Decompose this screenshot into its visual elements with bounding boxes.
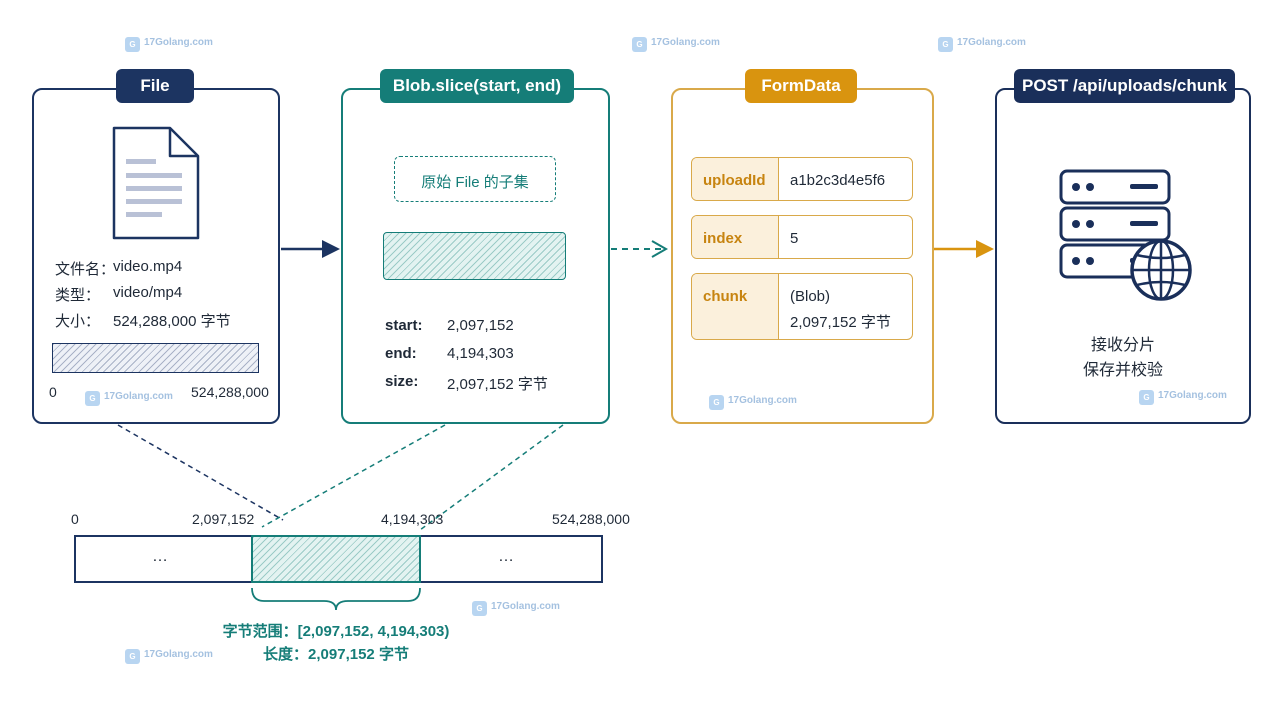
go-logo-icon: G [938,37,953,52]
arrow-file-to-slice-head [322,240,340,258]
post-caption-line1: 接收分片 [1090,337,1155,354]
file-type-value: video/mp4 [113,284,183,301]
file-panel-title: File [116,69,194,103]
watermark: G 17Golang.com [632,37,720,52]
file-bar-end: 524,288,000 [191,384,269,400]
slice-bytes-bar [383,232,566,280]
range-length-label: 长度：2,097,152 字节 [263,646,409,663]
slice-size-value: 2,097,152 字节 [447,376,548,393]
formdata-value: (Blob) [790,288,831,305]
watermark: G 17Golang.com [938,37,1026,52]
file-size-label: 大小： [55,313,101,330]
server-globe-icon [1059,169,1192,301]
watermark: G 17Golang.com [709,395,797,410]
arrow-formdata-to-post-head [976,240,994,258]
go-logo-icon: G [85,391,100,406]
range-ellipsis-left: … [152,548,168,565]
range-tick-end: 4,194,303 [381,511,444,527]
file-size-value: 524,288,000 字节 [113,313,231,330]
document-icon [112,126,200,240]
guide-file-to-range [117,424,284,521]
formdata-value-size: 2,097,152 字节 [790,314,891,331]
guide-slice-left [261,424,446,528]
post-panel-title: POST /api/uploads/chunk [1014,69,1235,103]
post-panel [995,88,1251,424]
range-ellipsis-right: … [498,548,514,565]
watermark: G 17Golang.com [472,601,560,616]
go-logo-icon: G [709,395,724,410]
formdata-value: 5 [790,230,799,247]
slice-panel-title: Blob.slice(start, end) [380,69,574,103]
watermark: G 17Golang.com [125,649,213,664]
formdata-key: index [703,230,743,247]
go-logo-icon: G [125,37,140,52]
go-logo-icon: G [632,37,647,52]
range-brace [251,587,421,611]
range-bytes-label: 字节范围：[2,097,152, 4,194,303) [222,623,450,640]
file-bar-start: 0 [49,384,57,400]
formdata-field-uploadid: uploadId a1b2c3d4e5f6 [691,157,913,201]
slice-start-value: 2,097,152 [447,317,514,334]
file-name-value: video.mp4 [113,258,183,275]
go-logo-icon: G [472,601,487,616]
slice-end-value: 4,194,303 [447,345,514,362]
go-logo-icon: G [1139,390,1154,405]
slice-start-label: start: [385,317,423,334]
formdata-value: a1b2c3d4e5f6 [790,172,886,189]
watermark: G 17Golang.com [1139,390,1227,405]
subset-note-label: 原始 File 的子集 [421,174,529,191]
subset-note: 原始 File 的子集 [394,156,556,202]
go-logo-icon: G [125,649,140,664]
formdata-panel-title: FormData [745,69,857,103]
slice-end-label: end: [385,345,417,362]
file-type-label: 类型： [55,287,101,304]
formdata-key: chunk [703,288,748,305]
formdata-field-index: index 5 [691,215,913,259]
watermark: G 17Golang.com [85,391,173,406]
slice-size-label: size: [385,373,419,390]
formdata-key: uploadId [703,172,766,189]
file-name-label: 文件名： [55,261,116,278]
watermark: G 17Golang.com [125,37,213,52]
byte-range-selected [251,535,421,583]
range-tick-start: 2,097,152 [192,511,255,527]
post-caption-line2: 保存并校验 [1082,362,1163,379]
formdata-field-chunk: chunk (Blob) 2,097,152 字节 [691,273,913,340]
range-tick-total: 524,288,000 [552,511,630,527]
arrow-slice-to-formdata-head [651,240,669,258]
guide-slice-right [419,424,564,531]
file-bytes-bar [52,343,259,373]
range-tick-0: 0 [71,511,79,527]
